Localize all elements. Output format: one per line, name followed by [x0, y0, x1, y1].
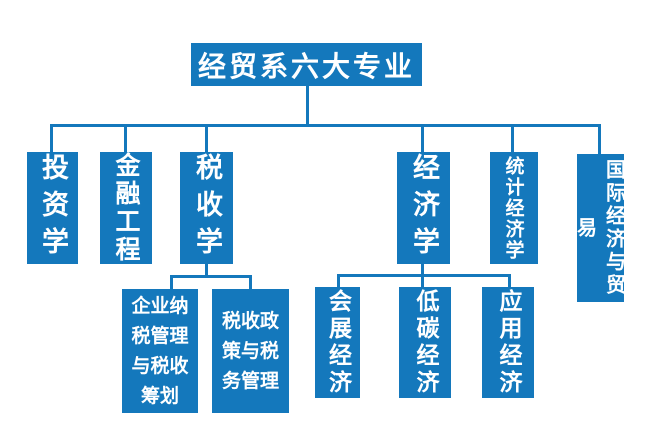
connector-drop-financial-engineering [124, 124, 127, 153]
connector-drop-investment [50, 124, 53, 153]
connector-main-horizontal [50, 124, 601, 127]
org-node-investment: 投资学 [27, 152, 78, 264]
org-node-international-economics-trade: 国际经济与贸易 [574, 154, 627, 302]
org-node-statistical-economics-label: 统计经济学 [502, 155, 525, 261]
org-node-exhibition-economy-label: 会展经济 [324, 288, 351, 397]
connector-drop-taxation [205, 124, 208, 153]
org-node-investment-label: 投资学 [37, 152, 68, 264]
org-node-financial-engineering: 金融工程 [100, 152, 152, 264]
connector-drop-low-carbon-economy [421, 274, 424, 288]
org-node-taxation: 税收学 [180, 152, 233, 264]
connector-root-stem [306, 86, 309, 126]
org-node-financial-engineering-label: 金融工程 [112, 152, 141, 264]
org-node-enterprise-tax-mgmt-planning-label: 企业纳 税管理 与税收 筹划 [131, 295, 189, 407]
connector-drop-tax-policy [249, 275, 252, 290]
org-node-low-carbon-economy-label: 低碳经济 [412, 288, 438, 397]
connector-economics-stem [421, 263, 424, 277]
org-node-international-economics-trade-label: 国际经济与贸易 [573, 159, 627, 297]
connector-drop-economics [421, 124, 424, 153]
org-node-economics: 经济学 [397, 152, 450, 264]
connector-drop-international-trade [598, 124, 601, 155]
org-node-root-label: 经贸系六大专业 [197, 49, 415, 83]
org-node-statistical-economics: 统计经济学 [490, 152, 538, 264]
org-node-economics-label: 经济学 [408, 152, 439, 264]
org-node-applied-economics-label: 应用经济 [495, 288, 521, 397]
connector-taxation-stem [205, 263, 208, 278]
org-node-applied-economics: 应用经济 [482, 287, 534, 398]
connector-drop-tax-mgmt [170, 275, 173, 290]
connector-drop-statistical-economics [511, 124, 514, 153]
org-node-tax-policy-administration-label: 税收政 策与税 务管理 [221, 310, 279, 392]
connector-drop-exhibition-economy [337, 274, 340, 288]
org-node-low-carbon-economy: 低碳经济 [399, 287, 451, 398]
org-node-root: 经贸系六大专业 [191, 43, 422, 86]
org-node-exhibition-economy: 会展经济 [315, 287, 360, 398]
connector-drop-applied-economics [508, 274, 511, 288]
org-node-enterprise-tax-mgmt-planning: 企业纳 税管理 与税收 筹划 [122, 289, 198, 413]
org-node-tax-policy-administration: 税收政 策与税 务管理 [212, 289, 289, 413]
connector-economics-horizontal [337, 274, 511, 277]
connector-taxation-horizontal [170, 275, 252, 278]
org-node-taxation-label: 税收学 [191, 152, 222, 264]
